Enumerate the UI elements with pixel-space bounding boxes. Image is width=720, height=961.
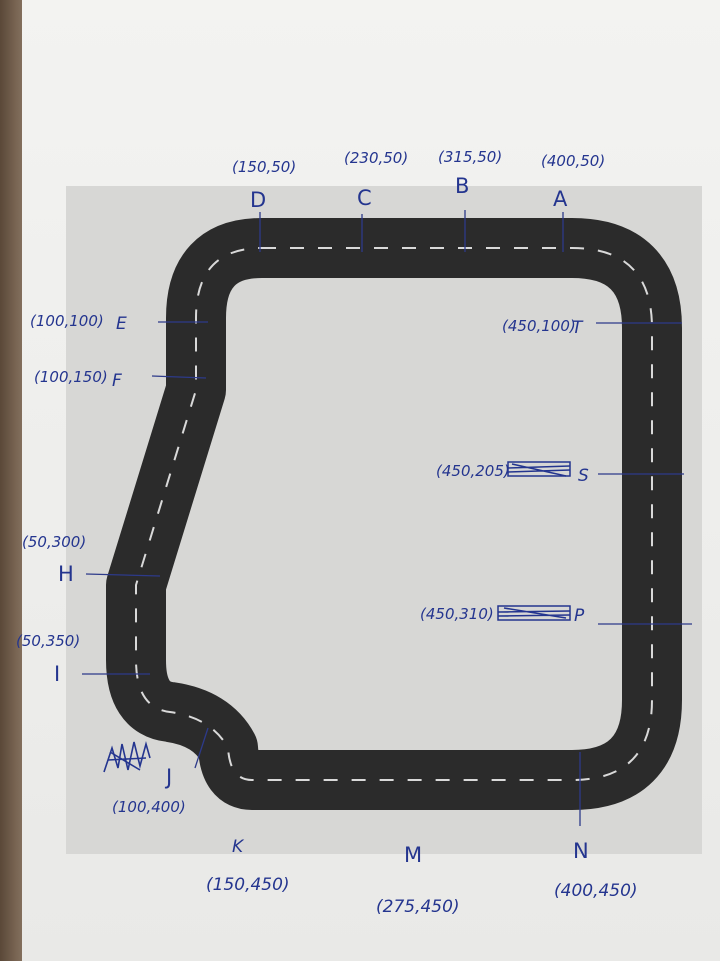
scribble (103, 741, 151, 773)
label-t: T (572, 318, 584, 338)
label-c: C (357, 186, 372, 210)
label-b: B (455, 174, 469, 198)
coord-i: (50,350) (16, 632, 80, 650)
coord-p: (450,310) (420, 605, 494, 623)
label-i: I (54, 662, 60, 686)
tick-marks (82, 210, 692, 826)
coord-a: (400,50) (541, 152, 605, 170)
strikethrough-scribble (497, 461, 571, 621)
lane-marking (135, 247, 653, 781)
coord-d: (150,50) (232, 158, 296, 176)
coord-s: (450,205) (436, 462, 510, 480)
coord-t: (450,100) (502, 317, 576, 335)
label-k: K (232, 837, 245, 857)
coord-n: (400,450) (554, 881, 638, 901)
tick-j (194, 727, 209, 769)
coord-b: (315,50) (438, 148, 502, 166)
coord-c: (230,50) (344, 149, 408, 167)
coord-m: (275,450) (376, 897, 460, 917)
label-a: A (553, 187, 568, 211)
label-j: J (164, 765, 172, 789)
coord-j: (100,400) (112, 798, 186, 816)
label-f: F (112, 371, 122, 391)
coord-h: (50,300) (22, 533, 86, 551)
label-s: S (578, 466, 589, 486)
label-e: E (116, 314, 127, 334)
label-h: H (58, 562, 74, 586)
label-n: N (573, 839, 589, 863)
label-p: P (574, 606, 585, 626)
label-d: D (250, 188, 266, 212)
tick-f (151, 375, 207, 379)
tick-h (85, 573, 161, 577)
coord-f: (100,150) (34, 368, 108, 386)
label-m: M (404, 843, 422, 867)
coord-k: (150,450) (206, 875, 290, 895)
coord-e: (100,100) (30, 312, 104, 330)
